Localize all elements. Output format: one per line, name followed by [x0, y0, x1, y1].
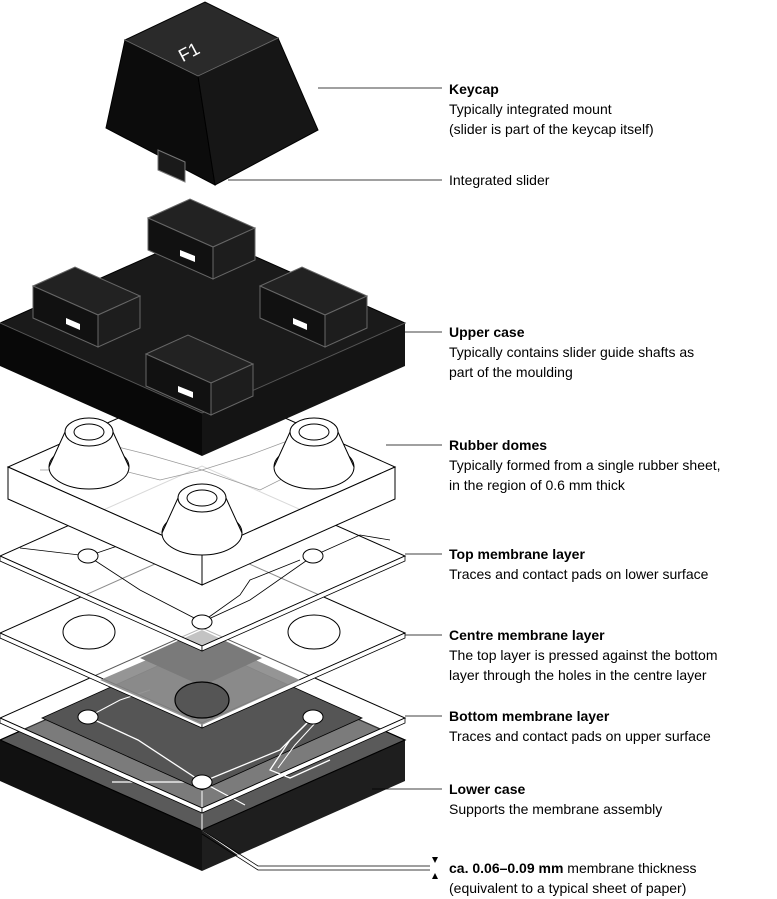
label-desc: in the region of 0.6 mm thick	[449, 477, 625, 493]
label-desc: part of the moulding	[449, 364, 573, 380]
keycap: F1	[105, 1, 319, 186]
upper-case	[0, 198, 407, 456]
label-bottom-membrane: Bottom membrane layer Traces and contact…	[449, 706, 711, 746]
label-desc: Typically contains slider guide shafts a…	[449, 344, 695, 360]
label-desc: Traces and contact pads on upper surface	[449, 728, 711, 744]
rubber-dome	[48, 417, 130, 490]
rubber-dome	[161, 483, 243, 556]
label-desc: Typically formed from a single rubber sh…	[449, 457, 721, 473]
label-desc: layer through the holes in the centre la…	[449, 667, 707, 683]
label-title: Bottom membrane layer	[449, 708, 610, 724]
leader-lines	[201, 87, 442, 871]
rubber-dome	[273, 417, 355, 490]
label-centre-membrane: Centre membrane layer The top layer is p…	[449, 625, 717, 685]
label-desc: (slider is part of the keycap itself)	[449, 121, 654, 137]
label-slider: Integrated slider	[449, 170, 549, 190]
label-desc: The top layer is pressed against the bot…	[449, 647, 718, 663]
label-desc: (equivalent to a typical sheet of paper)	[449, 880, 687, 896]
label-title-suffix: membrane thickness	[563, 860, 697, 876]
label-rubber-domes: Rubber domes Typically formed from a sin…	[449, 435, 721, 495]
slider-guide	[31, 266, 142, 348]
label-title: Lower case	[449, 781, 526, 797]
label-top-membrane: Top membrane layer Traces and contact pa…	[449, 544, 708, 584]
label-thickness: ca. 0.06–0.09 mm membrane thickness (equ…	[449, 858, 696, 898]
label-title: Keycap	[449, 81, 499, 97]
label-keycap: Keycap Typically integrated mount (slide…	[449, 79, 654, 139]
slider-guide	[258, 266, 369, 348]
label-desc: Supports the membrane assembly	[449, 801, 663, 817]
label-desc: Integrated slider	[449, 172, 550, 188]
slider-guide	[144, 334, 255, 416]
label-title: Top membrane layer	[449, 546, 585, 562]
slider-guide	[146, 198, 257, 280]
label-upper-case: Upper case Typically contains slider gui…	[449, 322, 694, 382]
label-title: Upper case	[449, 324, 525, 340]
thickness-arrows	[432, 857, 438, 879]
label-title: Rubber domes	[449, 437, 548, 453]
label-desc: Traces and contact pads on lower surface	[449, 566, 709, 582]
label-title: Centre membrane layer	[449, 627, 605, 643]
label-desc: Typically integrated mount	[449, 101, 612, 117]
label-lower-case: Lower case Supports the membrane assembl…	[449, 779, 662, 819]
label-title: ca. 0.06–0.09 mm	[449, 860, 564, 876]
rubber-domes	[6, 380, 397, 586]
